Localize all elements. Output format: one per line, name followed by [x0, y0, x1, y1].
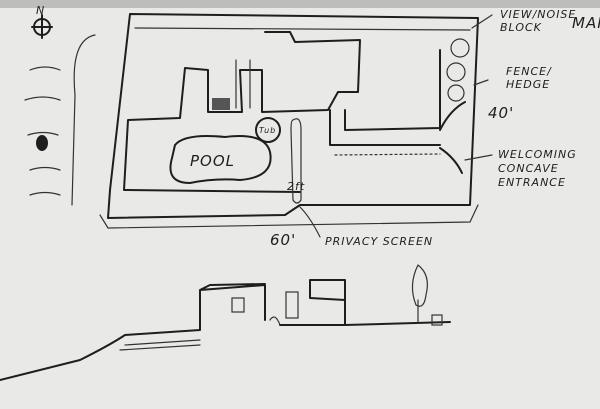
tub-label: Tub — [259, 126, 276, 135]
width-label: 60' — [270, 231, 296, 249]
elevation-sketch — [0, 264, 451, 381]
view-noise-label-1: VIEW/NOISE — [500, 8, 576, 21]
entrance-label-1: WELCOMING — [498, 148, 577, 161]
entrance-label-2: CONCAVE — [498, 162, 559, 175]
view-noise-label-2: BLOCK — [500, 21, 542, 34]
fence-hedge-label-2: HEDGE — [506, 78, 550, 91]
privacy-screen-hedge: 2ft — [287, 118, 305, 204]
entrance-label-3: ENTRANCE — [498, 176, 566, 189]
hot-tub: Tub — [255, 117, 281, 143]
screen-height-label: 2ft — [287, 180, 305, 193]
driveway — [329, 49, 441, 156]
callouts — [299, 14, 493, 238]
lot-boundary — [99, 13, 479, 229]
trees — [439, 38, 470, 174]
house-footprint — [123, 31, 361, 193]
pool-label: POOL — [190, 152, 235, 170]
cut-off-label: MAR — [572, 14, 600, 32]
stair-block — [212, 98, 230, 110]
street-lines — [24, 34, 96, 206]
north-arrow-icon: N — [31, 4, 53, 39]
pool: POOL — [169, 135, 272, 184]
fence-hedge-label-1: FENCE/ — [506, 65, 552, 78]
depth-label: 40' — [488, 104, 514, 122]
paper-edge — [0, 0, 600, 8]
north-label: N — [36, 4, 45, 17]
privacy-screen-label: PRIVACY SCREEN — [325, 235, 433, 248]
